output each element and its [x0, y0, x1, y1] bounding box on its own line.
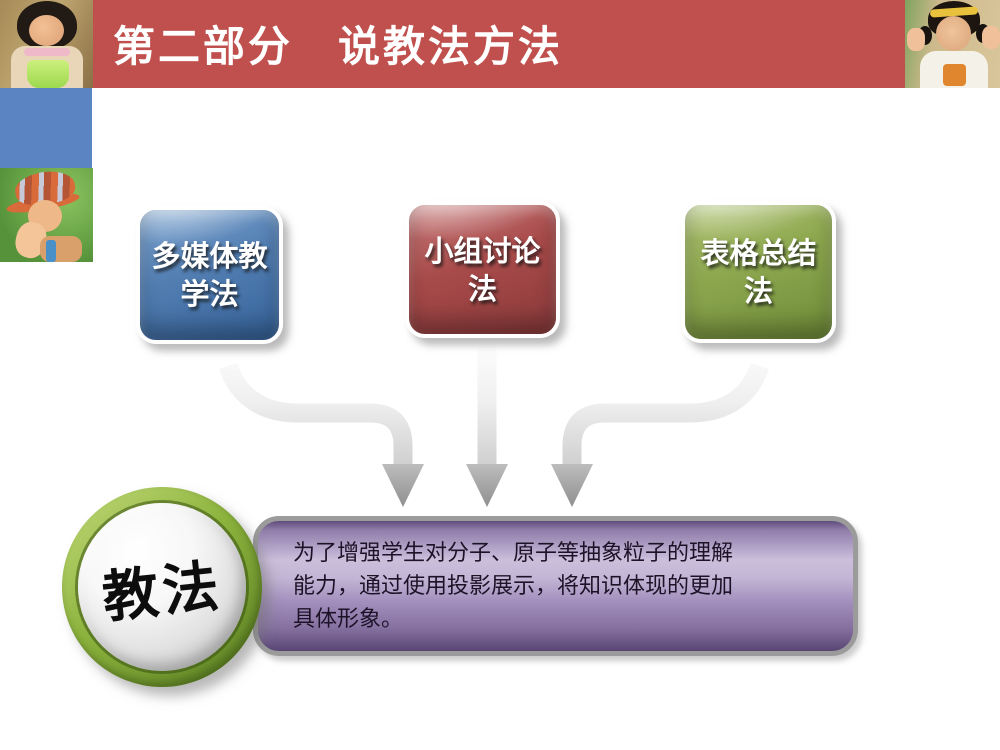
summary-line: 具体形象。 [293, 607, 404, 632]
photo-girl-bucket [27, 60, 69, 88]
summary-banner [253, 516, 858, 656]
page-title: 第二部分 说教法方法 [113, 22, 564, 71]
photo-baby-top-right [905, 0, 1000, 88]
photo-girl-strap [24, 48, 70, 56]
photo-baby-face [936, 16, 971, 51]
photo-baby-hand-right [982, 26, 1000, 49]
summary-line: 为了增强学生对分子、原子等抽象粒子的理解 [293, 541, 734, 566]
method-box-multimedia: 多媒体教 学法 [136, 206, 283, 344]
method-label-line2: 法 [743, 274, 773, 308]
method-label-line2: 法 [467, 271, 497, 306]
method-box-label: 小组讨论 法 [424, 232, 540, 308]
photo-baby-shirt-graphic [943, 64, 966, 86]
summary-text: 为了增强学生对分子、原子等抽象粒子的理解 能力，通过使用投影展示，将知识体现的更… [293, 537, 733, 636]
method-box-group-discussion: 小组讨论 法 [405, 201, 560, 338]
badge-label: 教法 [99, 553, 226, 631]
arrow-right [551, 362, 770, 507]
method-box-label: 多媒体教 学法 [151, 237, 267, 313]
header-band: 第二部分 说教法方法 [93, 0, 905, 88]
method-label-line1: 小组讨论 [424, 233, 541, 268]
method-box-label: 表格总结 法 [700, 234, 816, 310]
blue-accent-square [0, 88, 92, 168]
photo-baby-hand-left [907, 28, 925, 51]
arrow-middle [466, 346, 508, 507]
method-label-line1: 多媒体教 [151, 239, 268, 273]
method-label-line2: 学法 [180, 277, 239, 311]
photo-boy-left [0, 168, 93, 262]
photo-boy-strap [46, 240, 56, 262]
photo-girl-top-left [0, 0, 93, 88]
arrow-left [218, 362, 424, 507]
method-box-table-summary: 表格总结 法 [681, 201, 836, 343]
teaching-method-badge: 教法 [62, 487, 262, 687]
method-label-line1: 表格总结 [700, 236, 817, 270]
photo-girl-face [29, 15, 64, 46]
badge-sphere: 教法 [78, 503, 246, 671]
summary-line: 能力，通过使用投影展示，将知识体现的更加 [293, 574, 734, 599]
